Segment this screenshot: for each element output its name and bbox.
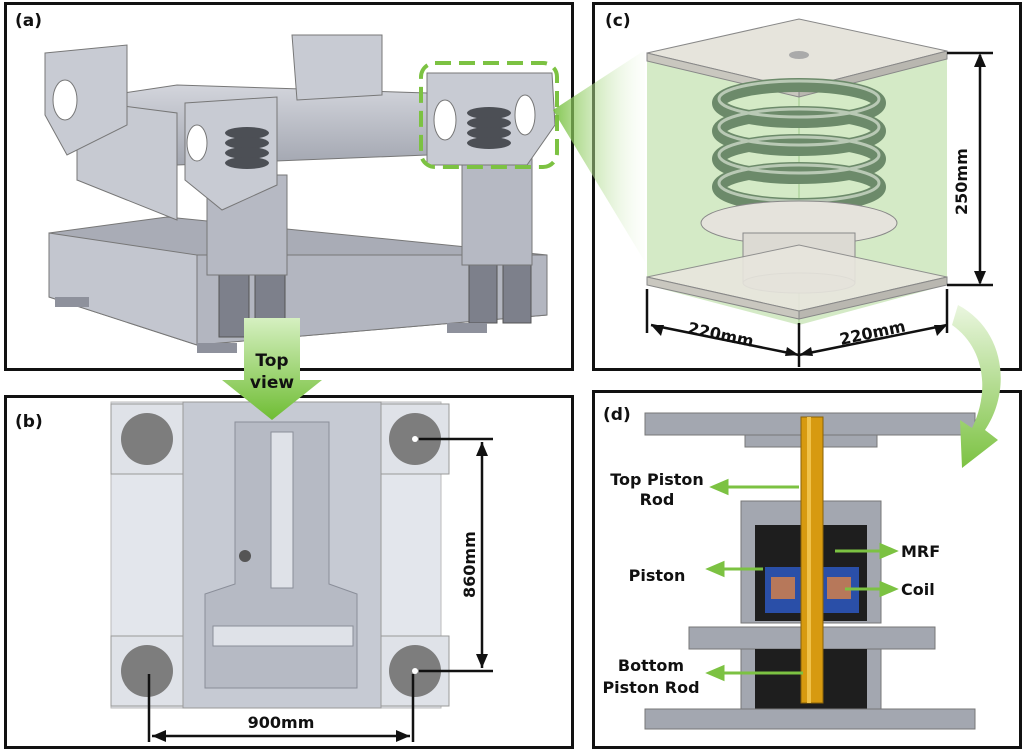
label-bottom-piston-rod-2: Piston Rod [602, 678, 699, 697]
pad-bottom-left [110, 635, 184, 707]
dim-side-right: 220mm [838, 316, 907, 348]
panel-c: (c) [592, 2, 1022, 371]
dim-side-left: 220mm [686, 318, 755, 350]
panel-d: (d) Top Piston Rod Piston [592, 390, 1022, 749]
label-top-piston-rod-2: Rod [640, 490, 675, 509]
top-view-label-2: view [250, 373, 294, 393]
panel-b: (b) [4, 395, 574, 749]
label-mrf: MRF [901, 542, 940, 561]
dim-depth: 860mm [460, 531, 479, 598]
pad-top-left [110, 403, 184, 475]
label-bottom-piston-rod-1: Bottom [618, 656, 684, 675]
damper-isometric-drawing: 250mm 220mm 220mm [645, 18, 993, 367]
dim-height: 250mm [952, 148, 971, 215]
label-coil: Coil [901, 580, 935, 599]
panel-label-d: (d) [603, 405, 631, 425]
panel-a: (a) [4, 2, 574, 371]
isometric-frame-drawing [44, 34, 559, 353]
label-top-piston-rod-1: Top Piston [610, 470, 704, 489]
damper-section-drawing: Top Piston Rod Piston Bottom Piston Rod … [602, 412, 976, 730]
panel-label-a: (a) [15, 11, 43, 31]
highlight-box [419, 61, 559, 169]
panel-label-b: (b) [15, 412, 43, 432]
dim-width: 900mm [248, 713, 315, 732]
label-piston: Piston [629, 566, 686, 585]
top-view-drawing: 860mm 900mm [110, 401, 493, 742]
panel-label-c: (c) [605, 11, 631, 31]
